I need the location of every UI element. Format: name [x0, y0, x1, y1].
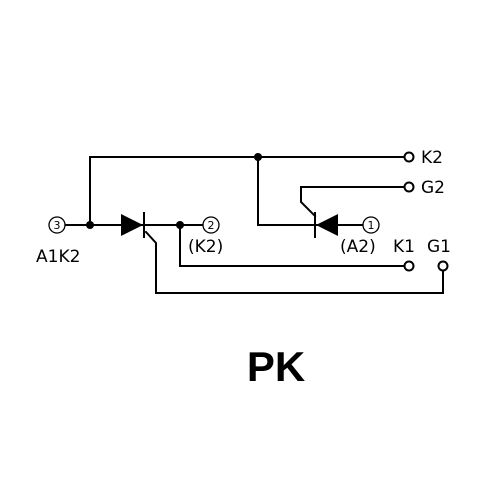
terminal-k1 [403, 260, 415, 272]
terminal-g1 [437, 260, 449, 272]
pin-1-number: 1 [368, 219, 375, 232]
pin-1: 1 [362, 216, 380, 234]
thyristor-left [121, 212, 145, 238]
diagram-title: PK [247, 343, 305, 390]
wire-right-drop [257, 156, 366, 226]
pin-2-circle [202, 216, 220, 234]
wire-g2 [300, 186, 406, 218]
junction-pin2 [176, 221, 184, 229]
label-k1: K1 [393, 237, 415, 257]
pin-2-number: 2 [208, 219, 215, 232]
terminal-k2 [403, 151, 415, 163]
thyristor-left-triangle [121, 214, 143, 236]
pin-3-circle [48, 216, 66, 234]
label-g1: G1 [427, 237, 451, 257]
label-a1k2: A1K2 [36, 247, 80, 267]
pin-1-circle [362, 216, 380, 234]
label-pin2-k2: (K2) [188, 237, 223, 257]
pin-3: 3 [48, 216, 66, 234]
pin-2: 2 [202, 216, 220, 234]
junction-left [86, 221, 94, 229]
label-g2: G2 [421, 178, 445, 198]
pin-3-number: 3 [54, 219, 61, 232]
label-k2: K2 [421, 148, 443, 168]
wire-k1 [179, 224, 406, 267]
thyristor-right-triangle [316, 214, 338, 236]
terminal-g2 [403, 181, 415, 193]
wire-g1 [144, 230, 444, 294]
junction-top [254, 153, 262, 161]
label-pin1-a2: (A2) [340, 237, 376, 257]
thyristor-right [314, 212, 338, 238]
wire-top-bus [89, 156, 406, 226]
wires [59, 156, 444, 294]
